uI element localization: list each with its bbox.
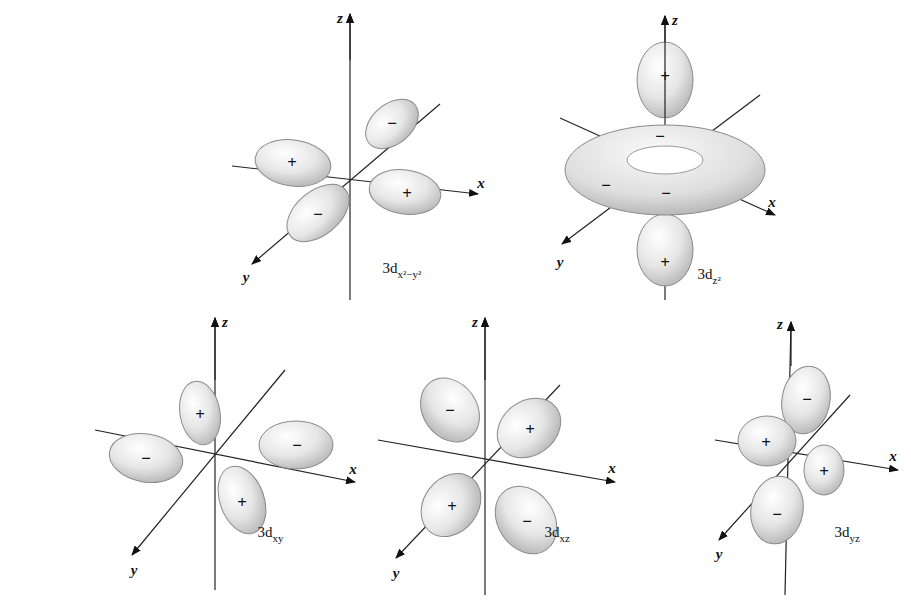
axis-label: x — [889, 449, 897, 464]
axis-label: y — [243, 270, 250, 285]
phase-sign: − — [141, 450, 151, 467]
phase-sign: + — [660, 68, 670, 85]
axis-label: z — [777, 317, 783, 332]
phase-sign: − — [445, 402, 455, 419]
phase-sign: + — [660, 254, 670, 271]
phase-sign: − — [655, 128, 665, 145]
axis-label: x — [608, 461, 616, 476]
phase-sign: + — [195, 406, 205, 423]
phase-sign: − — [522, 513, 532, 530]
axis-label: y — [716, 547, 723, 562]
axis-label: z — [337, 11, 343, 26]
orbital-subscript: yz — [850, 533, 860, 544]
axis-label: x — [477, 176, 485, 191]
axis-label: x — [768, 195, 776, 210]
orbital-subscript: z² — [713, 275, 721, 286]
phase-sign: − — [802, 391, 812, 408]
phase-sign: + — [287, 154, 297, 171]
orbital-name: 3d — [383, 261, 398, 276]
orbital-subscript: xy — [273, 533, 284, 544]
axis-label: y — [557, 255, 564, 270]
phase-sign: − — [601, 177, 611, 194]
orbital-subscript: x²−y² — [398, 269, 422, 280]
axis-label: z — [672, 13, 678, 28]
orbital-name: 3d — [835, 525, 850, 540]
axis-label: x — [349, 462, 357, 477]
phase-sign: + — [819, 463, 829, 480]
orbital-name: 3d — [545, 525, 560, 540]
orbital-name: 3d — [258, 525, 273, 540]
phase-sign: + — [447, 498, 457, 515]
phase-sign: − — [292, 437, 302, 454]
phase-sign: − — [661, 185, 671, 202]
axis-label: y — [393, 566, 400, 581]
axis-label: y — [131, 563, 138, 578]
phase-sign: − — [313, 206, 323, 223]
axis-label: z — [472, 315, 478, 330]
phase-sign: − — [387, 115, 397, 132]
orbital-subscript: xz — [560, 533, 570, 544]
phase-sign: + — [761, 434, 771, 451]
phase-sign: + — [525, 421, 535, 438]
phase-sign: + — [402, 185, 412, 202]
orbital-name: 3d — [698, 267, 713, 282]
axis-label: z — [222, 315, 228, 330]
phase-sign: − — [772, 506, 782, 523]
phase-sign: + — [237, 494, 247, 511]
